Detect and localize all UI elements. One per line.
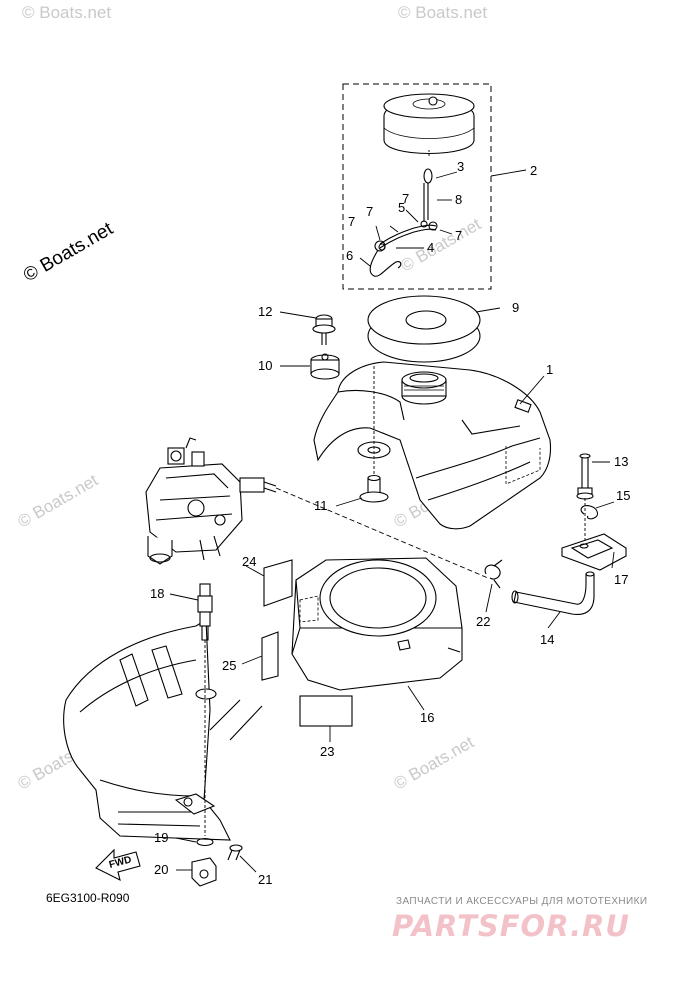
- callout-2: 2: [530, 163, 537, 178]
- callout-7b: 7: [348, 214, 355, 229]
- callout-3: 3: [457, 159, 464, 174]
- callout-21: 21: [258, 872, 272, 887]
- hose-and-clamp: [484, 559, 595, 616]
- fwd-arrow: FWD: [95, 848, 141, 882]
- watermark-low-right: © Boats.net: [391, 732, 478, 793]
- callout-14: 14: [540, 632, 554, 647]
- callout-1: 1: [546, 362, 553, 377]
- promo-text: ЗАПЧАСТИ И АКСЕССУАРЫ ДЛЯ МОТОТЕХНИКИ: [396, 896, 647, 907]
- watermark-mid-left: © Boats.net: [15, 470, 102, 531]
- callout-23: 23: [320, 744, 334, 759]
- callout-7d: 7: [455, 228, 462, 243]
- callout-5: 5: [398, 200, 405, 215]
- callout-7c: 7: [402, 191, 409, 206]
- callout-9: 9: [512, 300, 519, 315]
- callout-12: 12: [258, 304, 272, 319]
- callout-6: 6: [346, 248, 353, 263]
- fuel-tank-cover: [291, 557, 463, 691]
- callout-4: 4: [427, 240, 434, 255]
- callout-22: 22: [476, 614, 490, 629]
- callout-7a: 7: [366, 204, 373, 219]
- callout-15: 15: [616, 488, 630, 503]
- tank-collar: [359, 366, 389, 503]
- fuel-cap-gasket: [367, 295, 481, 363]
- callout-19: 19: [154, 830, 168, 845]
- watermark-main: © Boats.net: [20, 218, 117, 286]
- callout-labels: 1 2 3 4 5 6 7 7 7 7 8 9 10 11 12 13 14 1…: [150, 159, 630, 887]
- watermark-mid-right: © Boats.net: [398, 214, 485, 275]
- fuel-cap-assembly: [342, 83, 492, 290]
- fuel-tank: [313, 361, 552, 530]
- watermark-top-right: © Boats.net: [398, 3, 487, 22]
- carburetor: [145, 437, 277, 565]
- diagram-code: 6EG3100-R090: [46, 891, 130, 905]
- lower-fittings: [191, 837, 243, 887]
- label-decals: [261, 559, 353, 727]
- callout-8: 8: [455, 192, 462, 207]
- callout-24: 24: [242, 554, 256, 569]
- callout-25: 25: [222, 658, 236, 673]
- fuel-fitting: [197, 583, 213, 836]
- leader-lines: [169, 169, 615, 873]
- callout-10: 10: [258, 358, 272, 373]
- callout-13: 13: [614, 454, 628, 469]
- callout-18: 18: [150, 586, 164, 601]
- watermark-top-left: © Boats.net: [22, 3, 111, 22]
- callout-20: 20: [154, 862, 168, 877]
- callout-17: 17: [614, 572, 628, 587]
- logo-text: PARTSFOR.RU: [392, 909, 630, 943]
- bracket-assembly: [561, 453, 627, 571]
- bolt-and-grommet: [310, 314, 340, 380]
- callout-16: 16: [420, 710, 434, 725]
- bottom-cowling: [63, 619, 263, 841]
- callout-11: 11: [314, 498, 328, 513]
